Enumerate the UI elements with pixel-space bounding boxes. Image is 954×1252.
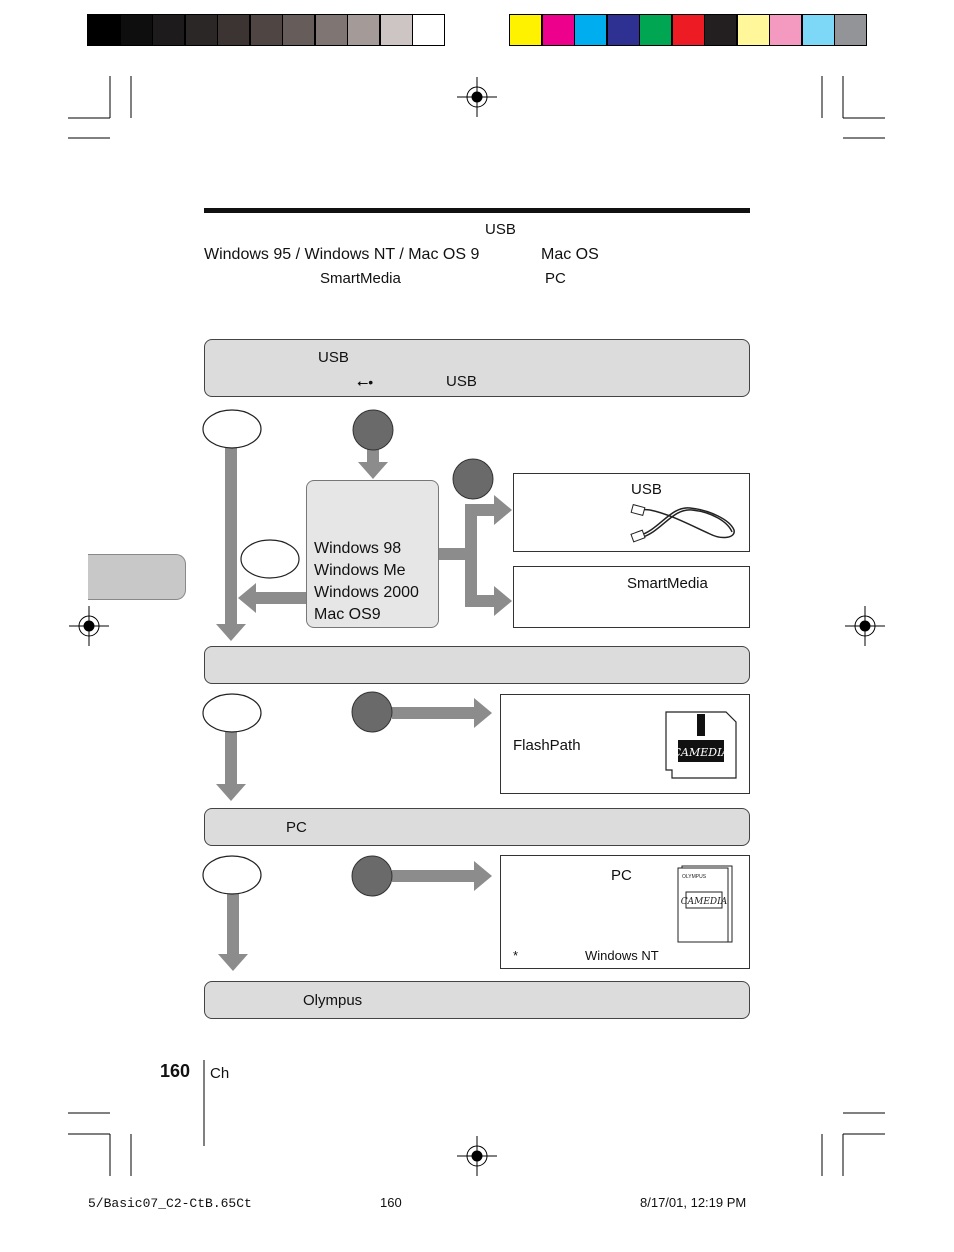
registration-mark-top [457,77,497,117]
svg-text:OLYMPUS: OLYMPUS [682,874,707,880]
pc-panel-label: PC [286,819,307,836]
usb-panel-label-2: USB [446,373,477,390]
color-swatch [119,14,153,46]
color-swatch [736,14,770,46]
chapter-label: Ch [210,1065,230,1082]
usb-cable-label: USB [631,481,662,498]
olympus-label: Olympus [303,992,363,1009]
intro-pc: PC [545,270,566,287]
dark-circle-1 [352,409,394,451]
step-circle-2 [202,693,262,733]
color-swatch [801,14,835,46]
intro-usb: USB [485,221,516,238]
color-swatch [217,14,250,46]
flashpath-adapter-icon: CAMEDIA [665,711,737,779]
smartmedia-label: SmartMedia [627,575,708,592]
pc-footnote-star: * [513,948,519,963]
pc-card-label: PC [611,867,632,884]
smartmedia-box [513,566,750,628]
dark-circle-4 [351,855,393,897]
pc-card-adapter-icon: OLYMPUS CAMEDIA [677,865,733,943]
usb-symbol-icon: ⭠• [357,374,374,390]
color-swatch [509,14,542,46]
color-swatch [412,14,445,46]
step-circle-1 [202,409,262,449]
color-swatch [282,14,315,46]
color-swatch [671,14,705,46]
dark-circle-2 [452,458,494,500]
intro-os-list: Windows 95 / Windows NT / Mac OS 9 [204,246,480,263]
grayscale-color-bar [87,14,445,46]
os-item-2: Windows Me [314,562,406,579]
dark-circle-3 [351,691,393,733]
process-color-bar [509,14,867,46]
registration-mark-right [845,606,885,646]
page-number: 160 [160,1061,191,1081]
print-timestamp: 8/17/01, 12:19 PM [640,1195,747,1210]
file-slug: 5/Basic07_C2-CtB.65Ct [88,1196,252,1211]
chapter-side-tab [88,554,186,600]
intro-macos: Mac OS [541,246,599,263]
connection-panel [204,646,750,684]
color-swatch [314,14,348,46]
os-item-4: Mac OS9 [314,606,381,623]
registration-mark-bottom [457,1136,497,1176]
pc-footnote: Windows NT [585,948,659,963]
color-swatch [379,14,413,46]
color-swatch [834,14,867,46]
step-circle-os [240,539,300,579]
svg-text:CAMEDIA: CAMEDIA [681,897,728,907]
step-circle-3 [202,855,262,895]
svg-text:CAMEDIA: CAMEDIA [673,746,730,759]
slug-page-number: 160 [380,1195,402,1210]
color-swatch [769,14,802,46]
olympus-panel [204,981,750,1019]
color-swatch [152,14,185,46]
registration-mark-left [69,606,109,646]
usb-info-panel [204,339,750,397]
color-swatch [639,14,672,46]
intro-smartmedia: SmartMedia [320,270,401,287]
color-swatch [347,14,380,46]
title-rule [204,208,750,213]
os-requirements-box [306,480,439,628]
flashpath-label: FlashPath [513,737,581,754]
usb-panel-label: USB [318,349,349,366]
color-swatch [87,14,120,46]
usb-cable-icon [630,503,735,543]
os-item-1: Windows 98 [314,540,402,557]
pc-panel [204,808,750,846]
os-item-3: Windows 2000 [314,584,419,601]
